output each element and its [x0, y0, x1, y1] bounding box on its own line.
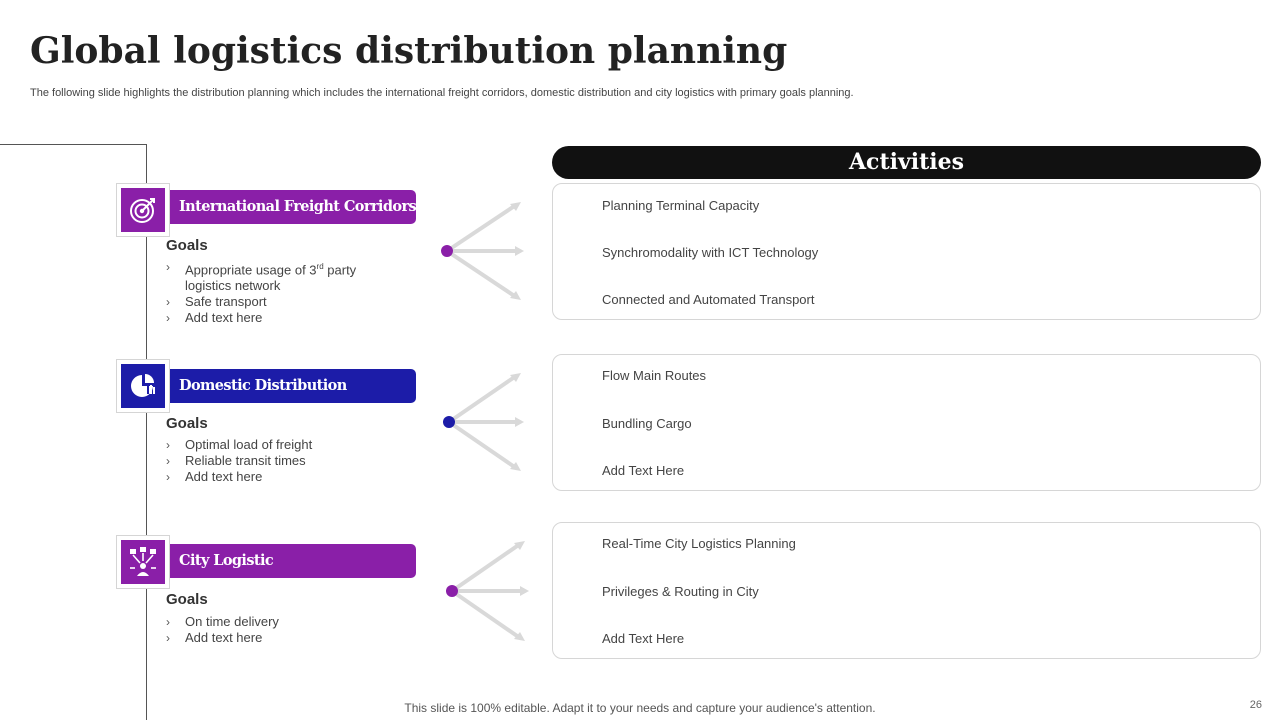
list-item: › On time delivery — [166, 614, 279, 629]
page-subtitle: The following slide highlights the distr… — [30, 87, 854, 99]
list-item: › Safe transport — [166, 294, 267, 310]
footer-note: This slide is 100% editable. Adapt it to… — [404, 701, 876, 715]
chevron-right-icon: › — [166, 615, 170, 629]
network-icon — [121, 540, 165, 584]
chevron-right-icon: › — [166, 438, 170, 452]
list-item: › Appropriate usage of 3rd party logisti… — [166, 260, 357, 294]
list-item: Add Text Here — [602, 463, 685, 478]
branch-node-dot — [443, 416, 455, 428]
list-item: Privileges & Routing in City — [602, 584, 759, 599]
list-item: Flow Main Routes — [602, 368, 707, 383]
section-banner-city: City Logistic — [170, 544, 416, 578]
section-icon-box-domestic — [116, 359, 170, 413]
chevron-right-icon: › — [166, 631, 170, 645]
target-icon — [121, 188, 165, 232]
chevron-right-icon: › — [166, 295, 170, 310]
pie-chart-icon — [121, 364, 165, 408]
list-item: › Optimal load of freight — [166, 437, 313, 452]
list-item: Bundling Cargo — [602, 416, 692, 431]
section-icon-box-freight — [116, 183, 170, 237]
section-banner-freight: International Freight Corridors — [170, 190, 416, 224]
timeline-vertical-line — [146, 144, 147, 720]
list-item: Planning Terminal Capacity — [602, 198, 760, 213]
chevron-right-icon: › — [166, 470, 170, 484]
branch-arrows-freight — [441, 202, 524, 300]
goals-list-city: › On time delivery › Add text here — [166, 614, 279, 646]
section-icon-box-city — [116, 535, 170, 589]
activities-box-city: Real-Time City Logistics Planning Privil… — [552, 522, 1261, 659]
chevron-right-icon: › — [166, 260, 170, 274]
page-number: 26 — [1249, 699, 1262, 711]
branch-node-dot — [446, 585, 458, 597]
list-item: Synchromodality with ICT Technology — [602, 245, 819, 260]
branch-arrows-domestic — [443, 373, 524, 471]
page-title: Global logistics distribution planning — [30, 30, 788, 72]
goals-list-freight: › Appropriate usage of 3rd party logisti… — [166, 259, 356, 326]
goals-title-city: Goals — [166, 591, 208, 608]
section-banner-domestic: Domestic Distribution — [170, 369, 416, 403]
list-item: › Add text here — [166, 630, 263, 645]
activities-box-freight: Planning Terminal Capacity Synchromodali… — [552, 183, 1261, 320]
activities-box-domestic: Flow Main Routes Bundling Cargo Add Text… — [552, 354, 1261, 491]
timeline-horizontal-line — [0, 144, 147, 145]
chevron-right-icon: › — [166, 311, 170, 326]
list-item: Real-Time City Logistics Planning — [602, 536, 796, 551]
list-item: Connected and Automated Transport — [602, 292, 815, 307]
list-item: › Add text here — [166, 310, 263, 326]
chevron-right-icon: › — [166, 454, 170, 468]
goals-list-domestic: › Optimal load of freight › Reliable tra… — [166, 437, 312, 485]
goals-title-domestic: Goals — [166, 415, 208, 432]
list-item: › Reliable transit times — [166, 453, 306, 468]
activities-header: Activities — [552, 146, 1261, 179]
branch-arrows-city — [446, 541, 529, 641]
goals-title-freight: Goals — [166, 237, 208, 254]
branch-node-dot — [441, 245, 453, 257]
list-item: Add Text Here — [602, 631, 685, 646]
list-item: › Add text here — [166, 469, 263, 484]
